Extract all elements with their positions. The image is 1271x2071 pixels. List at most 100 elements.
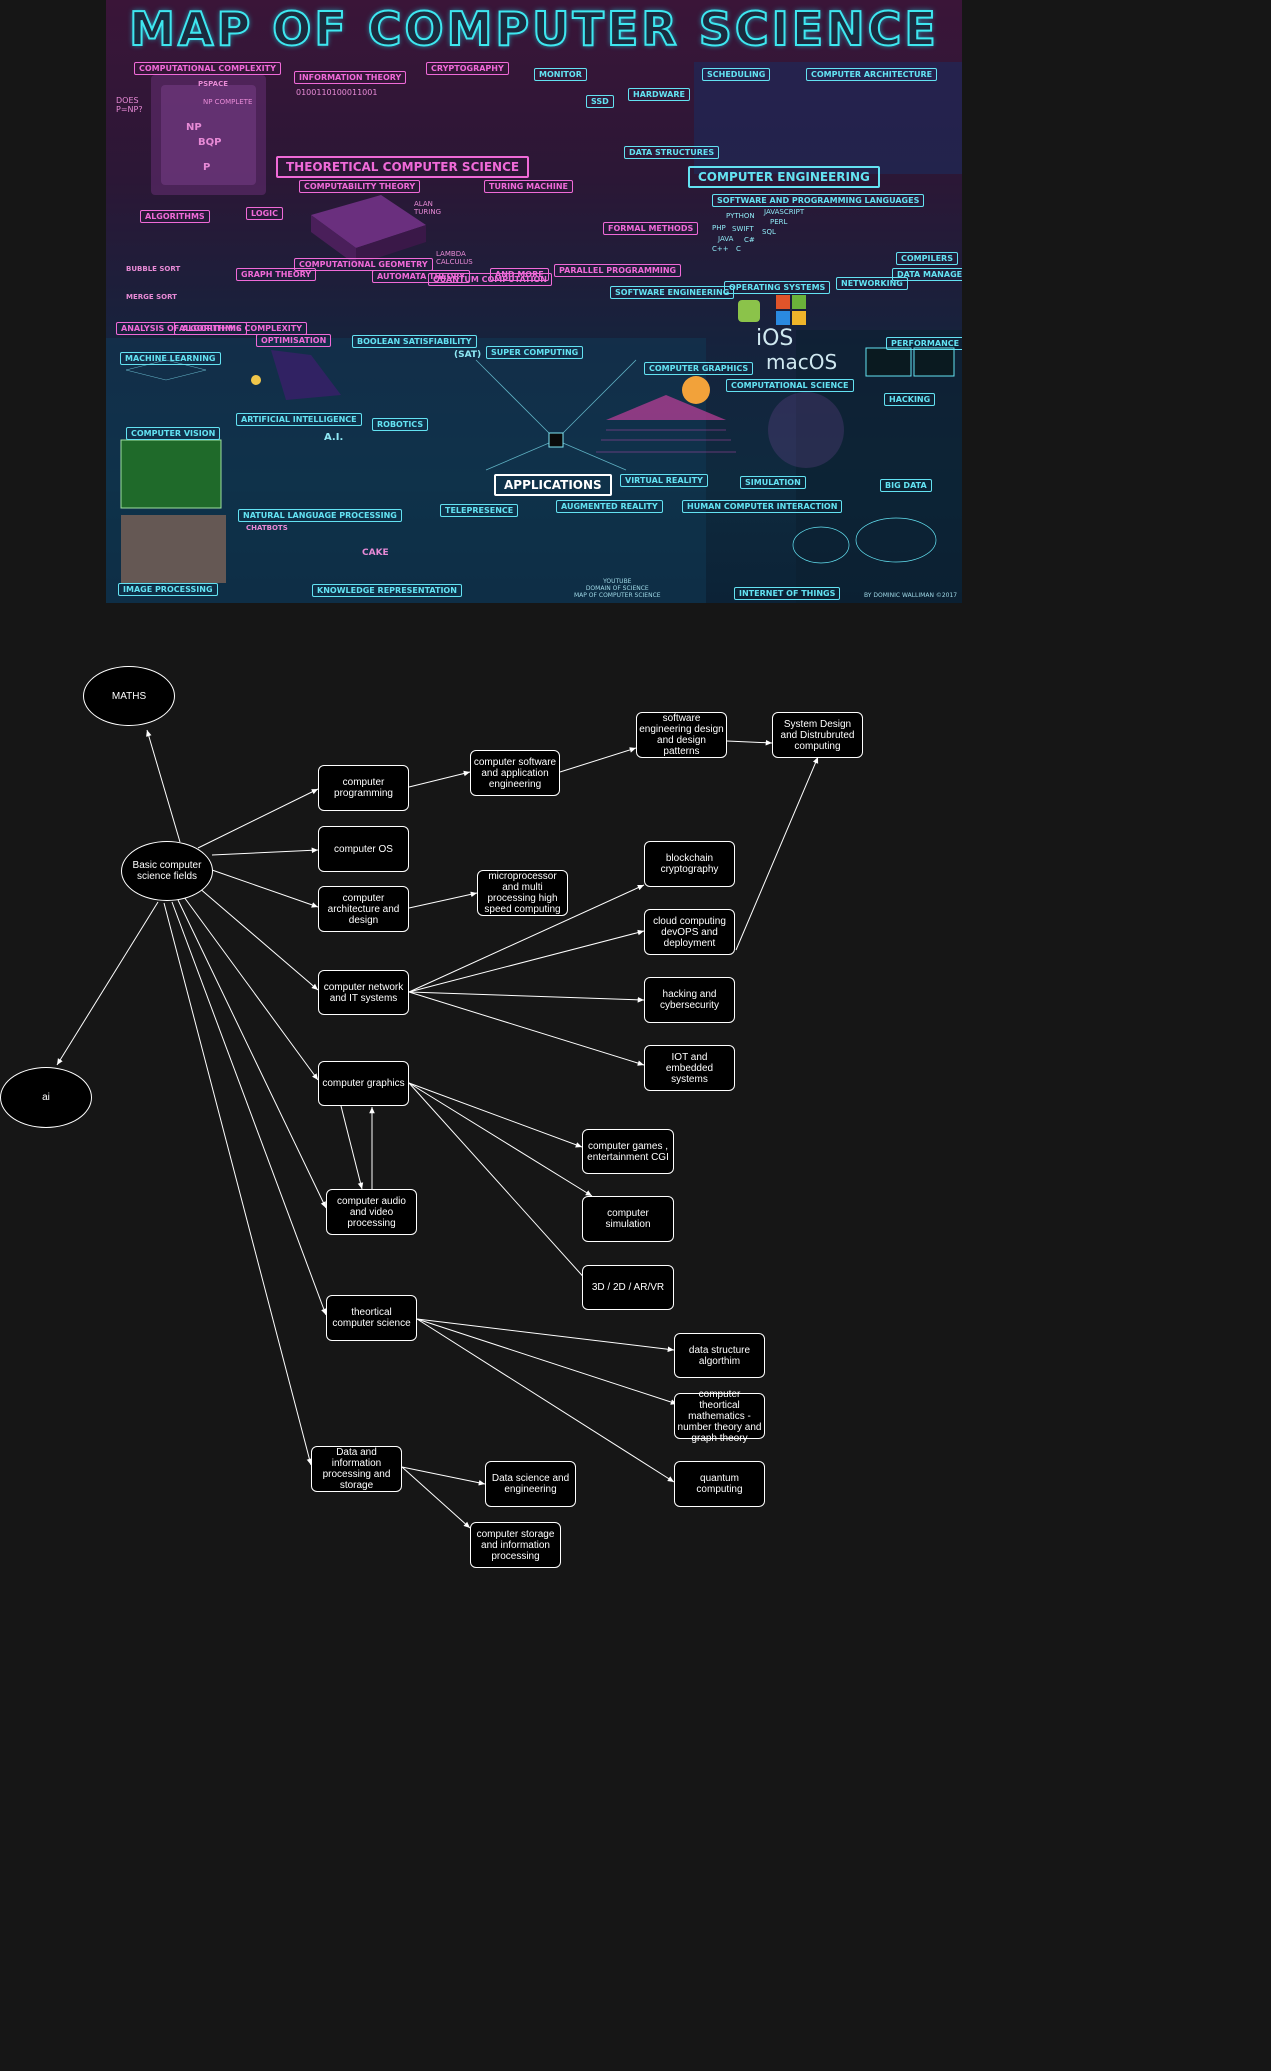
- node-maths[interactable]: MATHS: [83, 666, 175, 726]
- node-theoretical-mathematics[interactable]: computer theortical mathematics - number…: [674, 1389, 765, 1444]
- label-boolean-satisfiability: Boolean Satisfiability: [352, 335, 477, 348]
- node-blockchain[interactable]: blockchain cryptography: [644, 841, 735, 887]
- text-javascript: JAVASCRIPT: [764, 208, 805, 216]
- label-scheduling: Scheduling: [702, 68, 771, 81]
- node-theoretical-cs[interactable]: theortical computer science: [326, 1295, 417, 1341]
- node-audio-video-processing[interactable]: computer audio and video processing: [326, 1189, 417, 1235]
- label-machine-learning: Machine Learning: [120, 352, 221, 365]
- text-macos: macOS: [766, 350, 838, 374]
- label-data-management: Data Management: [892, 268, 962, 281]
- label-computational-complexity: Computational Complexity: [134, 62, 281, 75]
- node-data-information[interactable]: Data and information processing and stor…: [311, 1446, 402, 1492]
- edge-data-storage: [401, 1466, 471, 1529]
- node-software-engineering-design[interactable]: software engineering design and design p…: [636, 712, 727, 758]
- label-hardware: Hardware: [628, 88, 690, 101]
- edge-basic-theoretical: [171, 901, 327, 1316]
- edge-basic-programming: [197, 788, 319, 849]
- text-np-complete: NP COMPLETE: [203, 98, 253, 106]
- text-pspace: PSPACE: [198, 80, 228, 88]
- label-computer-vision: Computer Vision: [126, 427, 221, 440]
- label-algorithmic-complexity: Algorithmic Complexity: [174, 322, 307, 335]
- edge-graphics-simulation: [408, 1082, 593, 1197]
- node-cloud-devops[interactable]: cloud computing devOPS and deployment: [644, 909, 735, 955]
- node-data-structure-algorithm[interactable]: data structure algorthim: [674, 1333, 765, 1378]
- label-quantum-computation: Quantum Computation: [428, 273, 552, 286]
- label-computer-architecture: Computer Architecture: [806, 68, 938, 81]
- node-ai[interactable]: ai: [0, 1067, 92, 1128]
- edge-basic-maths: [146, 729, 181, 843]
- node-computer-architecture[interactable]: computer architecture and design: [318, 886, 409, 932]
- label-parallel-programming: Parallel Programming: [554, 264, 682, 277]
- map-of-computer-science-poster: MAP OF COMPUTER SCIENCE: [106, 0, 962, 603]
- edge-graphics-audio: [340, 1105, 364, 1190]
- label-graph-theory: Graph Theory: [236, 268, 317, 281]
- banner-theoretical-computer-science: Theoretical Computer Science: [276, 156, 530, 178]
- node-microprocessor[interactable]: microprocessor and multi processing high…: [477, 870, 568, 916]
- node-computer-network[interactable]: computer network and IT systems: [318, 970, 409, 1015]
- edge-theoretical-quantum: [416, 1318, 675, 1483]
- text-np: NP: [186, 122, 202, 133]
- label-computational-science: Computational Science: [726, 379, 854, 392]
- edge-architecture-micro: [408, 891, 478, 909]
- node-system-design[interactable]: System Design and Distrubruted computing: [772, 712, 863, 758]
- node-basic-cs-fields[interactable]: Basic computer science fields: [121, 841, 213, 901]
- text-php: PHP: [712, 224, 726, 232]
- label-robotics: Robotics: [372, 418, 429, 431]
- label-natural-language-processing: Natural Language Processing: [238, 509, 402, 522]
- text-ai: A.I.: [324, 432, 344, 443]
- text-perl: PERL: [770, 218, 788, 226]
- edge-software-softeng: [559, 747, 637, 773]
- edge-theoretical-dsa: [416, 1318, 675, 1353]
- edge-network-cloud: [408, 929, 645, 993]
- node-computer-graphics[interactable]: computer graphics: [318, 1061, 409, 1106]
- edge-softeng-system: [726, 739, 773, 746]
- text-sat: (SAT): [454, 350, 482, 360]
- text-python: PYTHON: [726, 212, 755, 220]
- edge-graphics-games: [408, 1082, 583, 1148]
- node-hacking-cybersecurity[interactable]: hacking and cybersecurity: [644, 977, 735, 1023]
- youtube-credit: YOUTUBE DOMAIN OF SCIENCE MAP OF COMPUTE…: [574, 578, 661, 599]
- edge-data-datascience: [401, 1466, 486, 1486]
- label-virtual-reality: Virtual Reality: [620, 474, 708, 487]
- text-sql: SQL: [762, 228, 776, 236]
- label-big-data: Big Data: [880, 479, 932, 492]
- label-and-more: And More: [490, 268, 549, 281]
- node-quantum-computing[interactable]: quantum computing: [674, 1461, 765, 1507]
- label-internet-of-things: Internet of Things: [734, 587, 841, 600]
- label-performance: Performance: [886, 337, 962, 350]
- text-bqp: BQP: [198, 137, 222, 148]
- text-lambda-calculus: LAMBDA CALCULUS: [436, 250, 473, 266]
- label-augmented-reality: Augmented Reality: [556, 500, 663, 513]
- node-3d-2d-ar-vr[interactable]: 3D / 2D / AR/VR: [582, 1265, 674, 1310]
- text-binary: 0100110100011001: [296, 88, 378, 97]
- label-computability-theory: Computability Theory: [299, 180, 421, 193]
- node-computer-programming[interactable]: computer programming: [318, 765, 409, 811]
- node-data-science[interactable]: Data science and engineering: [485, 1461, 576, 1507]
- text-merge-sort: MERGE SORT: [126, 293, 177, 301]
- label-super-computing: Super Computing: [486, 346, 584, 359]
- label-operating-systems: Operating Systems: [724, 281, 831, 294]
- author-credit: BY DOMINIC WALLIMAN ©2017: [864, 592, 958, 599]
- label-simulation: Simulation: [740, 476, 806, 489]
- label-automata-theory: Automata Theory: [372, 270, 470, 283]
- label-software-programming-languages: Software and Programming Languages: [712, 194, 925, 207]
- edge-programming-software: [408, 770, 471, 788]
- node-computer-simulation[interactable]: computer simulation: [582, 1196, 674, 1242]
- node-games-cgi[interactable]: computer games , entertainment CGI: [582, 1129, 674, 1174]
- edge-basic-network: [197, 886, 319, 991]
- edge-basic-os: [211, 847, 319, 856]
- label-computer-graphics: Computer Graphics: [644, 362, 754, 375]
- label-ssd: SSD: [586, 95, 614, 108]
- label-information-theory: Information Theory: [294, 71, 407, 84]
- node-computer-os[interactable]: computer OS: [318, 826, 409, 872]
- label-turing-machine: Turing Machine: [484, 180, 573, 193]
- label-knowledge-representation: Knowledge Representation: [312, 584, 462, 597]
- edge-network-iot: [408, 991, 645, 1066]
- edge-basic-graphics: [183, 896, 319, 1081]
- text-chatbots: CHATBOTS: [246, 524, 288, 532]
- node-software-application-engineering[interactable]: computer software and application engine…: [470, 750, 560, 796]
- label-optimisation: Optimisation: [256, 334, 332, 347]
- text-alan-turing: ALAN TURING: [414, 200, 441, 216]
- node-iot-embedded[interactable]: IOT and embedded systems: [644, 1045, 735, 1091]
- node-storage-information[interactable]: computer storage and information process…: [470, 1522, 561, 1568]
